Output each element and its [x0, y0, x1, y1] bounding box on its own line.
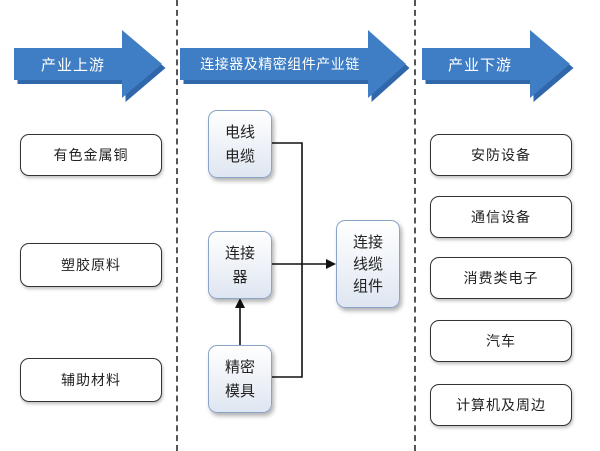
downstream-item-automotive: 汽车 — [430, 320, 572, 362]
downstream-item-consumer-electronics: 消费类电子 — [430, 257, 572, 299]
midstream-arrow-shape — [180, 30, 410, 102]
downstream-title: 产业下游 — [447, 55, 512, 74]
midstream-header-arrow: 连接器及精密组件产业链 — [180, 30, 410, 104]
downstream-arrow-shape — [422, 30, 574, 102]
midstream-title: 连接器及精密组件产业链 — [200, 57, 360, 73]
downstream-item-computer: 计算机及周边 — [430, 384, 572, 426]
divider-left — [176, 0, 178, 451]
node-cable-assembly-label: 连接线缆组件 — [352, 233, 383, 295]
downstream-item-communication: 通信设备 — [430, 196, 572, 238]
upstream-item-copper: 有色金属铜 — [20, 134, 162, 176]
upstream-title: 产业上游 — [40, 55, 105, 74]
node-cable-assembly: 连接线缆组件 — [336, 220, 400, 308]
line-mold-to-assembly — [272, 264, 303, 378]
upstream-arrow-shape — [14, 30, 166, 102]
node-wire-cable-label: 电线电缆 — [224, 123, 255, 165]
downstream-header-arrow: 产业下游 — [422, 30, 574, 104]
downstream-item-security: 安防设备 — [430, 134, 572, 176]
node-connector: 连接器 — [208, 231, 272, 299]
node-connector-label: 连接器 — [224, 244, 255, 286]
node-wire-cable: 电线电缆 — [208, 110, 272, 178]
upstream-item-plastic: 塑胶原料 — [20, 243, 162, 287]
node-precision-mold: 精密模具 — [208, 345, 272, 413]
node-precision-mold-label: 精密模具 — [224, 358, 255, 400]
upstream-item-auxiliary: 辅助材料 — [20, 358, 162, 402]
upstream-header-arrow: 产业上游 — [14, 30, 166, 104]
line-wire-to-assembly — [272, 142, 303, 264]
divider-right — [414, 0, 416, 451]
